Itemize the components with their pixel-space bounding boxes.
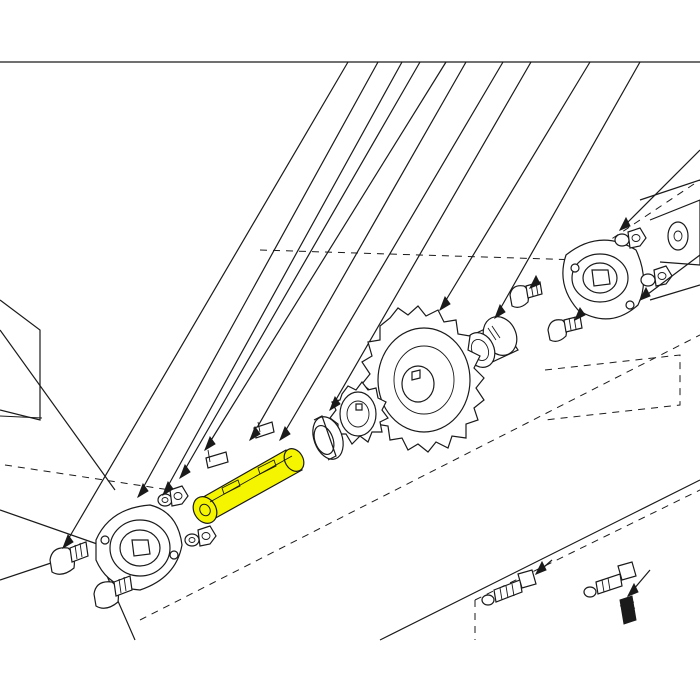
small-gear: [329, 381, 389, 445]
bearing-flange-right: [562, 239, 645, 320]
carriage-bolt-right-lower: [547, 315, 583, 342]
retaining-ring: [312, 415, 344, 461]
bushing: [464, 316, 519, 368]
key-upper-left: [205, 449, 229, 469]
nut-washer-right-top: [614, 227, 647, 249]
shaft-end-right: [649, 199, 700, 266]
carriage-bolt-right-upper: [509, 281, 543, 308]
set-screw: [619, 595, 637, 625]
carriage-bolt-left-upper: [49, 541, 89, 575]
nut-washer-left-top: [157, 485, 189, 507]
hex-bolt-lower-right: [583, 561, 637, 598]
leader-lines: [62, 61, 700, 549]
large-gear: [361, 305, 485, 453]
bearing-flange-left: [95, 504, 183, 591]
carriage-bolt-left-lower: [93, 575, 133, 609]
housing-frame: [0, 61, 700, 641]
nut-washer-right-bottom: [640, 265, 673, 287]
dashed-outline: [4, 179, 700, 640]
hex-bolt-lower-middle: [481, 569, 537, 606]
leader-lines-lower: [535, 254, 700, 597]
nut-washer-left-bottom: [184, 525, 217, 547]
shaft-highlighted[interactable]: [188, 445, 307, 528]
